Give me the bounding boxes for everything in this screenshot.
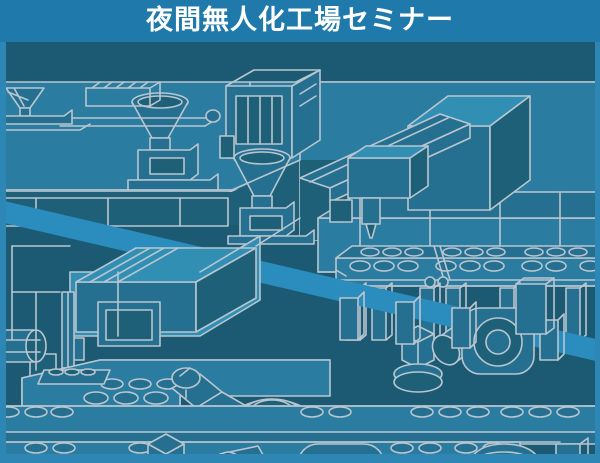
diagonal-band	[0, 200, 600, 362]
poster-header: 夜間無人化工場セミナー	[0, 0, 600, 42]
press-head-upper	[329, 145, 429, 239]
overhead-gantry	[59, 81, 221, 127]
feed-pipe-left	[0, 329, 47, 363]
cap-products-row-back	[360, 247, 588, 257]
packing-conveyor-upper	[0, 405, 600, 445]
roller-conveyor-upper	[335, 245, 600, 288]
poster-title: 夜間無人化工場セミナー	[146, 5, 454, 35]
cap-feeder-top-left	[0, 87, 91, 131]
control-cabinet-upper	[219, 69, 321, 159]
lower-left-structure-outline	[11, 245, 71, 371]
frame-detail-midleft	[117, 217, 301, 337]
illustration-panel: .ln { fill:none; stroke:#b9c6cf; stroke-…	[0, 40, 600, 463]
upper-line-group	[0, 69, 600, 463]
cap-chute	[37, 368, 111, 385]
factory-line-art-illustration: .ln { fill:none; stroke:#b9c6cf; stroke-…	[0, 40, 600, 463]
cabinet-right-mid	[515, 277, 555, 335]
filling-machine-left	[127, 143, 219, 191]
cap-products-row-front	[349, 260, 600, 272]
cap-products-belt-mid	[0, 406, 580, 418]
machine-block-right-upper	[407, 95, 531, 211]
